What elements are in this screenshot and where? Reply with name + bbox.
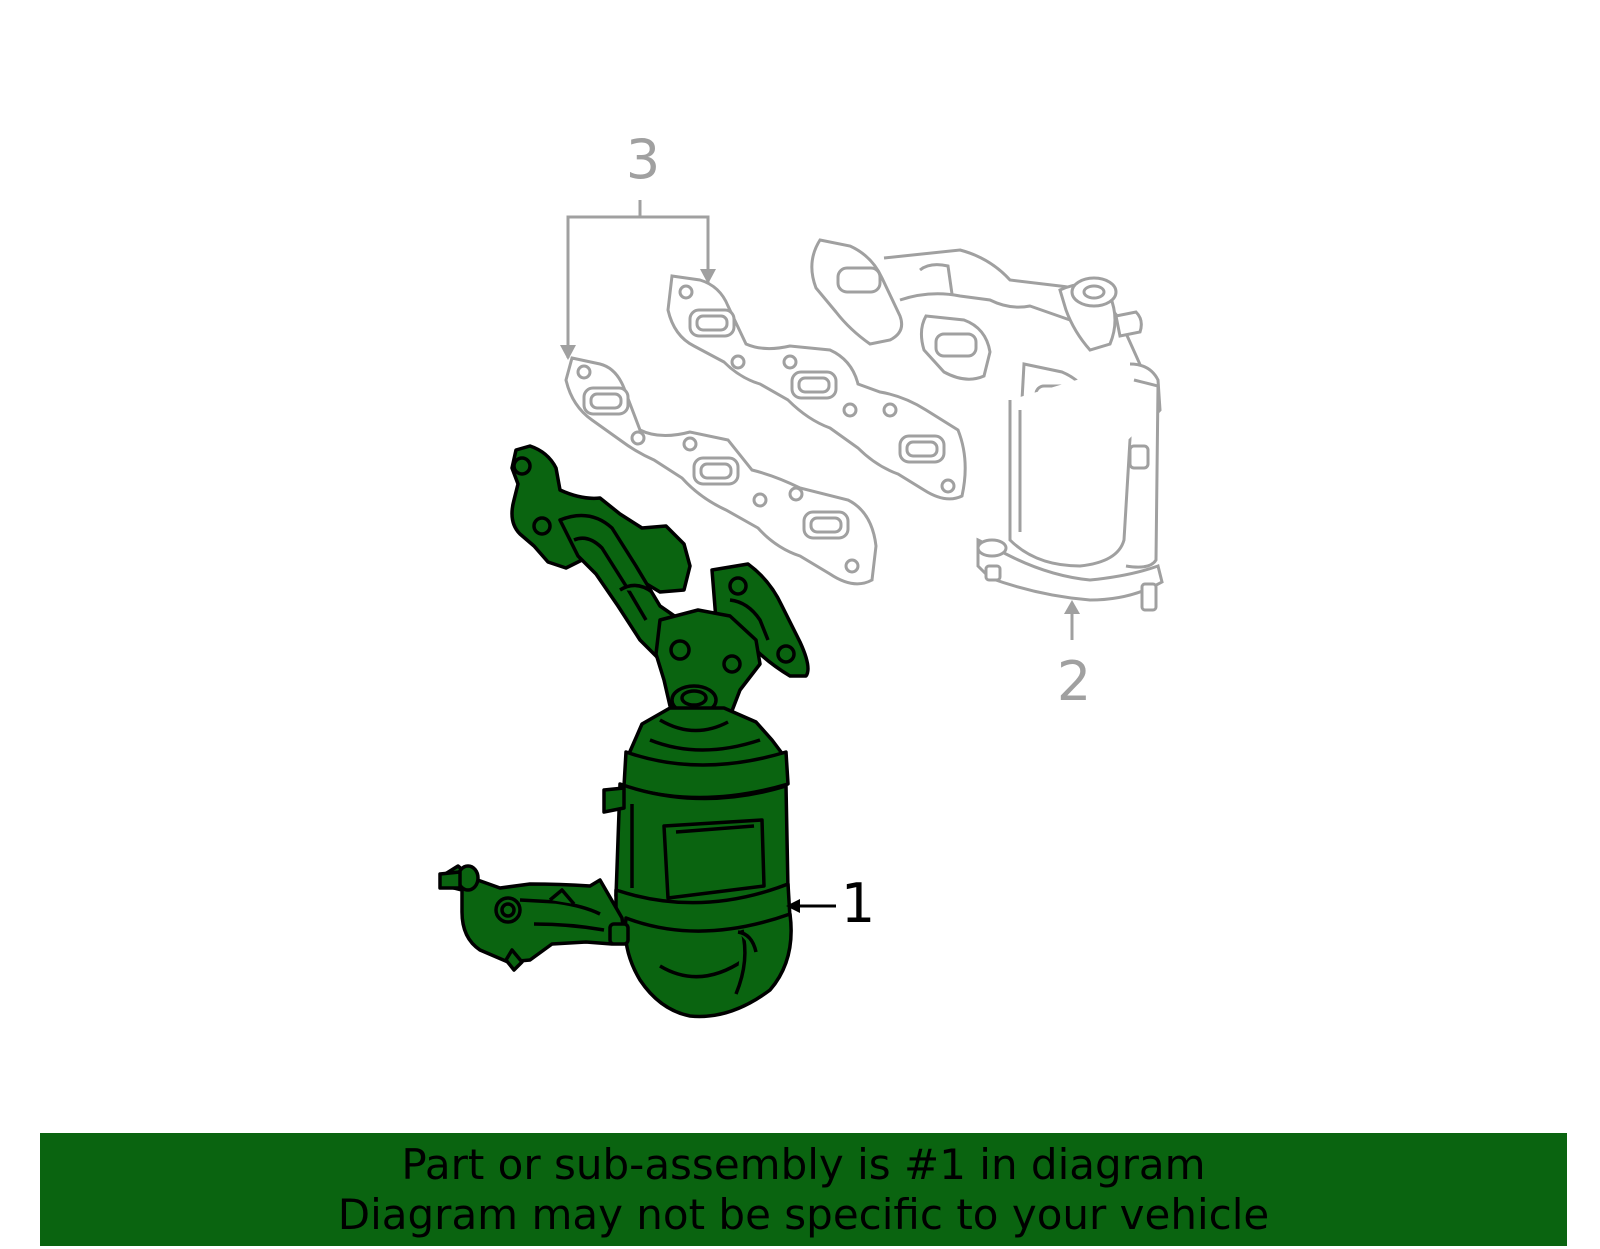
callout-3-bracket — [566, 200, 710, 358]
gasket-rear — [666, 274, 967, 501]
callout-2-leader — [1064, 600, 1080, 640]
callout-1-leader — [786, 899, 836, 913]
callout-2-label: 2 — [1057, 650, 1091, 713]
gasket-front — [564, 356, 878, 586]
callout-3-arrow-left — [560, 345, 576, 360]
banner-line-1: Part or sub-assembly is #1 in diagram — [401, 1139, 1206, 1189]
callout-3-label: 3 — [626, 128, 660, 191]
callout-1-label: 1 — [841, 872, 875, 935]
callout-3-arrow-right — [700, 269, 716, 284]
highlighted-manifold-part-1 — [438, 444, 810, 1019]
info-banner: Part or sub-assembly is #1 in diagram Di… — [40, 1133, 1567, 1246]
ghost-manifold-part-2 — [810, 238, 1164, 612]
banner-line-2: Diagram may not be specific to your vehi… — [337, 1189, 1270, 1239]
